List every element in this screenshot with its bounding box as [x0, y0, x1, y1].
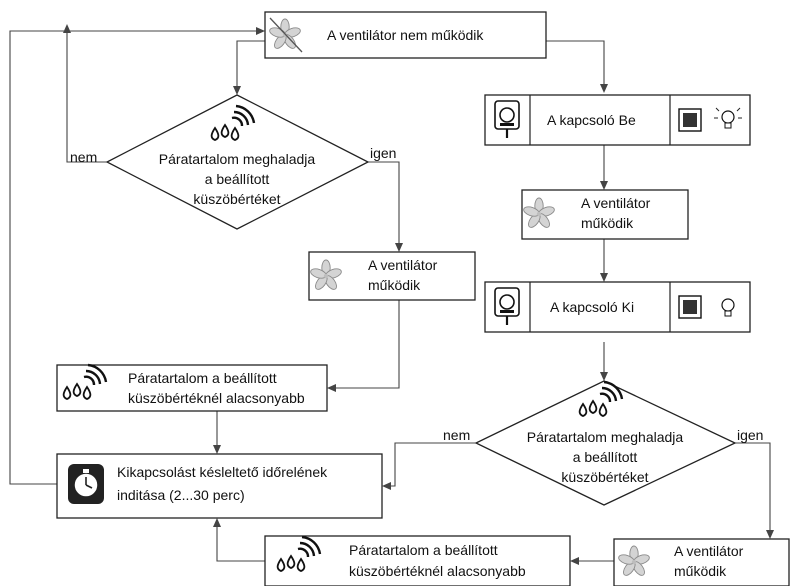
node-fan-running-3-line2: működik — [674, 563, 727, 579]
node-humidity-low-2-line2: küszöbértéknél alacsonyabb — [349, 563, 526, 579]
node-decision-right-line3: küszöbértéket — [561, 469, 648, 485]
node-timer-line2: inditása (2...30 perc) — [117, 487, 245, 503]
node-switch-off: A kapcsoló Ki — [484, 281, 751, 333]
edge-label-no-right: nem — [443, 427, 470, 443]
node-decision-left-line2: a beállított — [205, 171, 270, 187]
node-fan-running-3: A ventilátor működik — [613, 538, 790, 586]
node-fan-running-3-line1: A ventilátor — [674, 543, 744, 559]
node-fan-running-1-line2: működik — [581, 215, 634, 231]
node-switch-on: A kapcsoló Be — [484, 94, 751, 146]
edge-label-yes-left: igen — [370, 145, 396, 161]
node-fan-running-2-line2: működik — [368, 277, 421, 293]
node-fan-running-1: A ventilátor működik — [521, 189, 689, 240]
stopwatch-icon — [68, 464, 104, 504]
node-fan-running-1-line1: A ventilátor — [581, 195, 651, 211]
crossed-out-mark — [269, 17, 303, 53]
wall-switch-icon — [678, 108, 702, 132]
wall-switch-icon — [678, 295, 702, 319]
node-switch-off-label: A kapcsoló Ki — [550, 299, 634, 315]
node-start: A ventilátor nem működik — [264, 11, 547, 59]
node-decision-left-line1: Páratartalom meghaladja — [159, 151, 316, 167]
node-decision-left: Páratartalom meghaladja a beállított küs… — [105, 94, 370, 230]
edge-label-yes-right: igen — [737, 427, 763, 443]
node-humidity-low-1-line2: küszöbértéknél alacsonyabb — [128, 390, 305, 406]
node-humidity-low-1: Páratartalom a beállított küszöbértéknél… — [56, 363, 328, 412]
light-rays — [714, 107, 742, 119]
node-humidity-low-1-line1: Páratartalom a beállított — [128, 370, 277, 386]
node-timer: Kikapcsolást késleltető időrelének indit… — [56, 453, 383, 519]
node-fan-running-2-line1: A ventilátor — [368, 257, 438, 273]
node-humidity-low-2-line1: Páratartalom a beállított — [349, 542, 498, 558]
node-switch-on-label: A kapcsoló Be — [547, 112, 636, 128]
node-timer-line1: Kikapcsolást késleltető időrelének — [117, 464, 328, 480]
node-decision-right-line2: a beállított — [573, 449, 638, 465]
node-start-label: A ventilátor nem működik — [327, 27, 484, 43]
node-fan-running-2: A ventilátor működik — [308, 251, 476, 301]
node-humidity-low-2: Páratartalom a beállított küszöbértéknél… — [264, 535, 571, 586]
connectors — [9, 24, 774, 565]
edge-label-no-left: nem — [70, 149, 97, 165]
node-decision-left-line3: küszöbértéket — [193, 191, 280, 207]
node-decision-right-line1: Páratartalom meghaladja — [527, 429, 684, 445]
node-decision-right: Páratartalom meghaladja a beállított küs… — [474, 380, 737, 506]
